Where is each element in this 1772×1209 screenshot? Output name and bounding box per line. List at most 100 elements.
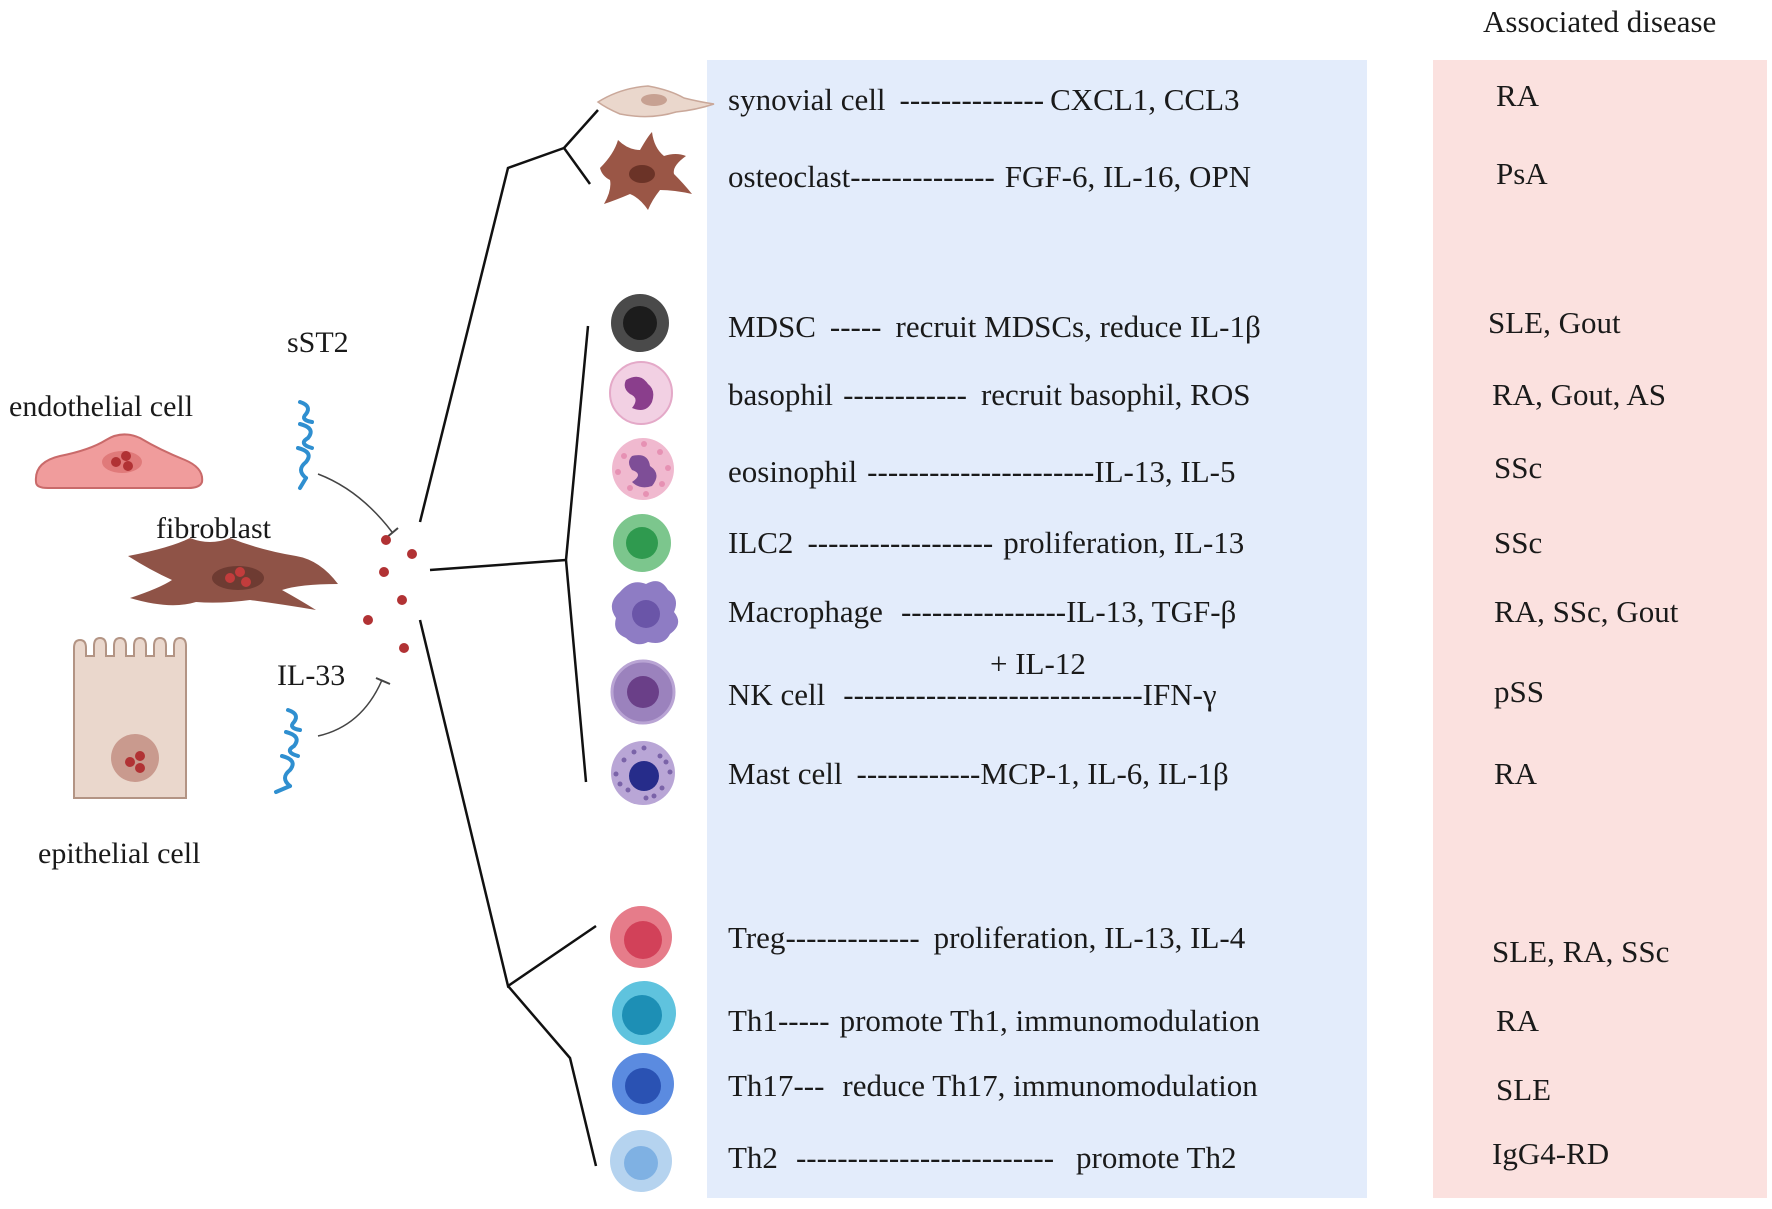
effect: recruit MDSCs, reduce IL-1β [896,309,1261,344]
st2l-receptor-icon [274,708,302,794]
disease: RA [1496,1003,1540,1038]
effect: IL-13, TGF-β [1066,594,1236,629]
treg-icon [610,906,672,968]
mast-cell-icon [611,741,675,805]
row-macrophage: Macrophage ----------------IL-13, TGF-β R… [728,594,1679,629]
disease: RA, Gout, AS [1492,377,1666,412]
effect: MCP-1, IL-6, IL-1β [980,756,1228,791]
cell-name: Th2 [728,1140,778,1175]
svg-text:MDSC-----recruit MDSCs, reduce: MDSC ----- recruit MDSCs, reduce IL-1β [728,309,1261,344]
connector-dashes: ---------------------- [867,454,1094,489]
disease: RA [1494,756,1538,791]
cell-name: ILC2 [728,525,793,560]
branch-lines [418,109,599,1167]
eosinophil-icon [612,438,674,500]
cell-name: Th1 [728,1003,778,1038]
cell-name: osteoclast [728,159,851,194]
connector-dashes: ------------- [785,920,919,955]
mdsc-icon [611,294,669,352]
basophil-icon [609,361,673,425]
sst2-inhibition-line [317,473,393,533]
disease-panel [1433,60,1767,1198]
receptor-inhibition-line [317,679,383,737]
cell-name: Th17 [728,1068,793,1103]
il12-note: + IL-12 [990,646,1086,681]
disease: pSS [1494,674,1544,709]
svg-text:Treg-------------proliferation: Treg------------- proliferation, IL-13, I… [728,920,1246,955]
cell-name: MDSC [728,309,816,344]
row-basophil: basophil------------recruit basophil, RO… [728,377,1666,412]
svg-text:synovial cell--------------CX: synovial cell--------------CXCL1, CCL3 [728,82,1240,117]
svg-text:Th17---reduce Th17, immunomodu: Th17--- reduce Th17, immunomodulation [728,1068,1258,1103]
cell-name: basophil [728,377,833,412]
macrophage-icon [611,581,679,645]
svg-text:ILC2------------------prolifer: ILC2 ------------------ proliferation, IL-… [728,525,1244,560]
th2-icon [610,1130,672,1192]
disease: SLE, RA, SSc [1492,934,1669,969]
nk-cell-icon [610,659,676,725]
cell-name: Macrophage [728,594,883,629]
disease: SSc [1494,525,1542,560]
synovial-cell-icon [596,85,715,118]
disease: RA [1496,78,1540,113]
effect: proliferation, IL-13 [1003,525,1244,560]
connector-dashes: ----------------------------- [843,677,1142,712]
effect: reduce Th17, immunomodulation [842,1068,1258,1103]
effect: promote Th2 [1076,1140,1236,1175]
row-th17: Th17--- reduce Th17, immunomodulation SLE [728,1068,1551,1107]
connector-dashes: -------------- [850,159,995,194]
disease: SLE, Gout [1488,305,1621,340]
endothelial-cell-label: endothelial cell [9,390,193,423]
svg-text:NK cell-----------------------: NK cell -----------------------------IFN-… [728,677,1217,712]
associated-disease-header: Associated disease [1483,4,1716,39]
row-ilc2: ILC2 ------------------ proliferation, IL-… [728,525,1542,560]
row-nk-cell: + IL-12 NK cell -------------------------… [728,646,1544,712]
row-th1: Th1----- promote Th1, immunomodulation RA [728,1003,1540,1038]
fibroblast-label: fibroblast [156,512,272,545]
connector-dashes: --- [793,1068,824,1103]
cell-name: Treg [728,920,785,955]
connector-dashes: ------------------ [807,525,993,560]
cell-name: eosinophil [728,454,857,489]
effect: IFN-γ [1143,677,1217,712]
th17-icon [612,1053,674,1115]
disease: PsA [1496,156,1548,191]
row-mdsc: MDSC ----- recruit MDSCs, reduce IL-1β SLE… [728,305,1621,344]
connector-dashes: ------------ [857,756,981,791]
effects-panel [707,60,1367,1198]
effect: promote Th1, immunomodulation [840,1003,1261,1038]
svg-text:osteoclast--------------FGF-6,: osteoclast-------------- FGF-6, IL-16, OP… [728,159,1251,194]
connector-dashes: ------------------------- [796,1140,1054,1175]
svg-text:Macrophage----------------IL-1: Macrophage ----------------IL-13, TGF-β [728,594,1236,629]
connector-dashes: ----- [778,1003,830,1038]
ilc2-icon [613,514,671,572]
svg-text:eosinophil--------------------: eosinophil ----------------------IL-13, I… [728,454,1235,489]
svg-text:Th2-------------------------pr: Th2 ------------------------- promote Th2 [728,1140,1236,1175]
effect: CXCL1, CCL3 [1050,82,1239,117]
il33-label: IL-33 [277,659,345,692]
row-th2: Th2-------------------------promote Th2 … [728,1136,1609,1175]
row-synovial-cell: synovial cell--------------CXCL1, CCL3 R… [728,78,1540,117]
effect: IL-13, IL-5 [1094,454,1235,489]
effect: FGF-6, IL-16, OPN [1005,159,1251,194]
sst2-receptor-icon [296,400,314,490]
cell-name: Mast cell [728,756,843,791]
disease: SLE [1496,1072,1551,1107]
endothelial-cell-icon [34,433,204,489]
effect: proliferation, IL-13, IL-4 [934,920,1246,955]
disease: RA, SSc, Gout [1494,594,1679,629]
connector-dashes: ---------------- [901,594,1066,629]
effect: recruit basophil, ROS [981,377,1251,412]
il33-molecules [363,535,417,653]
connector-dashes: ----- [830,309,882,344]
row-treg: Treg------------- proliferation, IL-13, I… [728,920,1669,969]
fibroblast-icon [128,538,338,610]
cell-name: NK cell [728,677,825,712]
disease: IgG4-RD [1492,1136,1609,1171]
disease: SSc [1494,450,1542,485]
row-osteoclast: osteoclast-------------- FGF-6, IL-16, OP… [728,156,1548,194]
th1-icon [612,981,676,1045]
svg-text:Mast cell------------MCP-1, I: Mast cell ------------MCP-1, IL-6, IL-1β [728,756,1229,791]
row-eosinophil: eosinophil ----------------------IL-13, I… [728,450,1542,489]
